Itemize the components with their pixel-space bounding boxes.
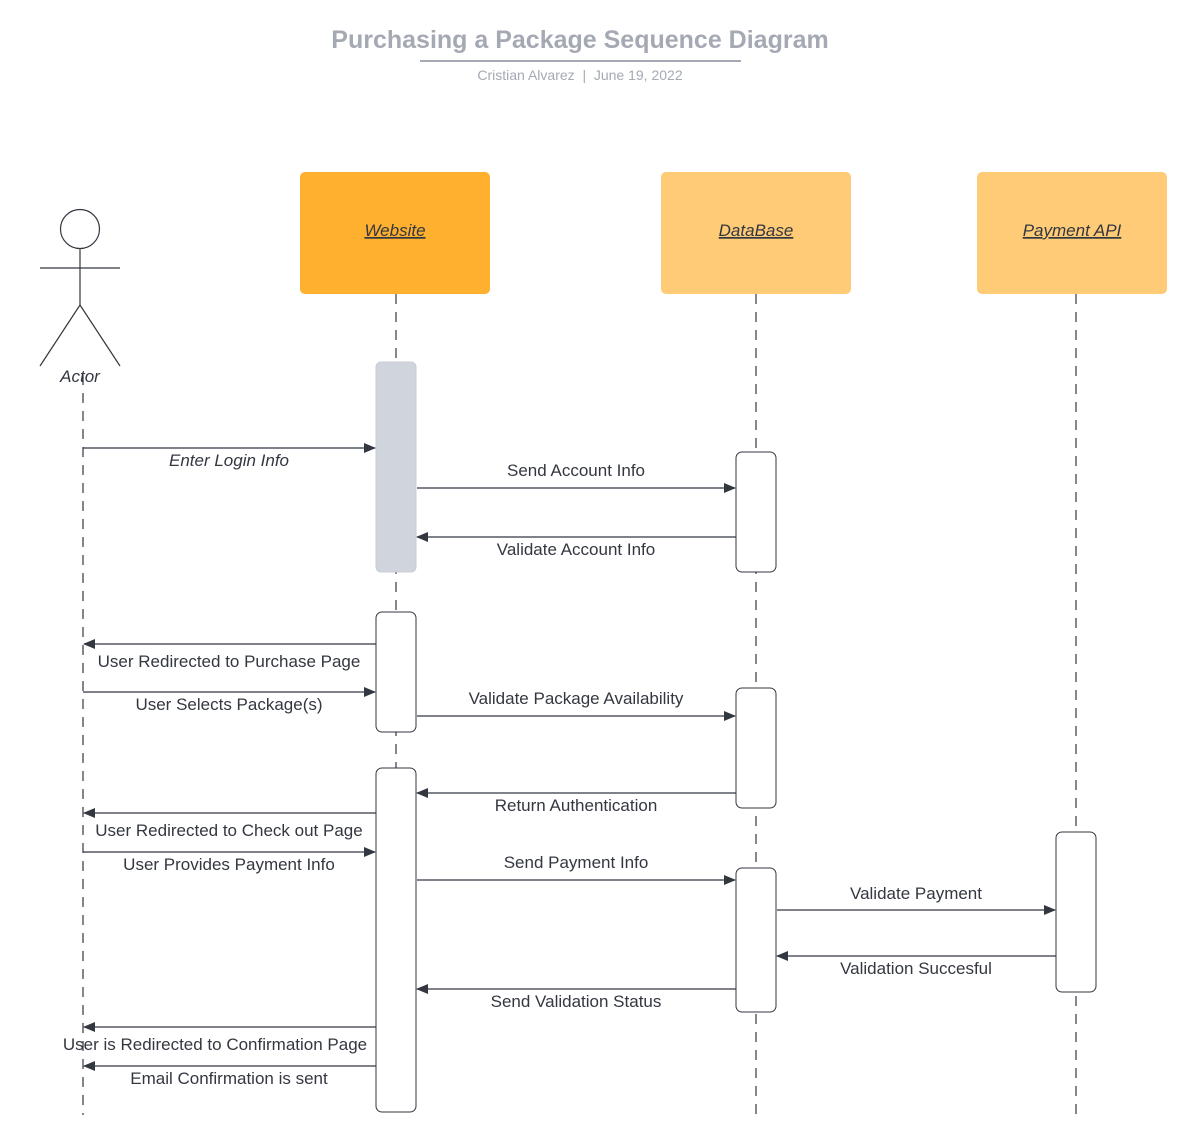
diagram-header: Purchasing a Package Sequence Diagram Cr… bbox=[0, 0, 1187, 100]
actor[interactable]: Actor bbox=[39, 208, 121, 387]
message-label-m1: Enter Login Info bbox=[169, 451, 289, 470]
lifeline-box-payment-api bbox=[977, 172, 1167, 294]
author-name: Cristian Alvarez bbox=[477, 67, 575, 83]
lifeline-website[interactable]: Website bbox=[300, 172, 490, 294]
activation-website-3[interactable] bbox=[375, 767, 417, 1113]
message-label-m7: Return Authentication bbox=[495, 796, 658, 815]
message-label-m5: User Selects Package(s) bbox=[135, 695, 322, 714]
lifeline-label-database: DataBase bbox=[719, 221, 794, 240]
message-label-m12: Validation Succesful bbox=[840, 959, 992, 978]
message-labels: Enter Login Info Send Account Info Valid… bbox=[63, 451, 992, 1088]
diagram-subtitle: Cristian Alvarez | June 19, 2022 bbox=[0, 67, 1160, 83]
message-label-m14: User is Redirected to Confirmation Page bbox=[63, 1035, 367, 1054]
message-label-m9: User Provides Payment Info bbox=[123, 855, 335, 874]
message-arrows bbox=[83, 443, 1056, 1071]
diagram-title: Purchasing a Package Sequence Diagram bbox=[331, 26, 829, 54]
subtitle-separator: | bbox=[582, 67, 587, 83]
message-label-m11: Validate Payment bbox=[850, 884, 982, 903]
message-label-m10: Send Payment Info bbox=[504, 853, 649, 872]
message-label-m15: Email Confirmation is sent bbox=[130, 1069, 328, 1088]
activation-database-2[interactable] bbox=[735, 687, 777, 809]
message-label-m4: User Redirected to Purchase Page bbox=[98, 652, 361, 671]
message-label-m3: Validate Account Info bbox=[497, 540, 655, 559]
activation-database-3[interactable] bbox=[735, 867, 777, 1013]
message-label-m8: User Redirected to Check out Page bbox=[95, 821, 362, 840]
title-underline bbox=[420, 60, 741, 62]
activation-website-1[interactable] bbox=[375, 361, 417, 573]
activation-database-1[interactable] bbox=[735, 451, 777, 573]
activation-payment-1[interactable] bbox=[1055, 831, 1097, 993]
activation-bars bbox=[375, 361, 1097, 1113]
lifeline-payment-api[interactable]: Payment API bbox=[977, 172, 1167, 294]
message-label-m6: Validate Package Availability bbox=[469, 689, 684, 708]
lifeline-database[interactable]: DataBase bbox=[661, 172, 851, 294]
lifeline-label-website: Website bbox=[364, 221, 425, 240]
actor-icon bbox=[39, 208, 121, 367]
lifeline-box-website bbox=[300, 172, 490, 294]
message-label-m13: Send Validation Status bbox=[491, 992, 662, 1011]
lifeline-label-payment-api: Payment API bbox=[1023, 221, 1122, 240]
actor-label: Actor bbox=[59, 367, 101, 386]
activation-website-2[interactable] bbox=[375, 611, 417, 733]
lifeline-box-database bbox=[661, 172, 851, 294]
diagram-date: June 19, 2022 bbox=[593, 67, 683, 83]
message-label-m2: Send Account Info bbox=[507, 461, 645, 480]
